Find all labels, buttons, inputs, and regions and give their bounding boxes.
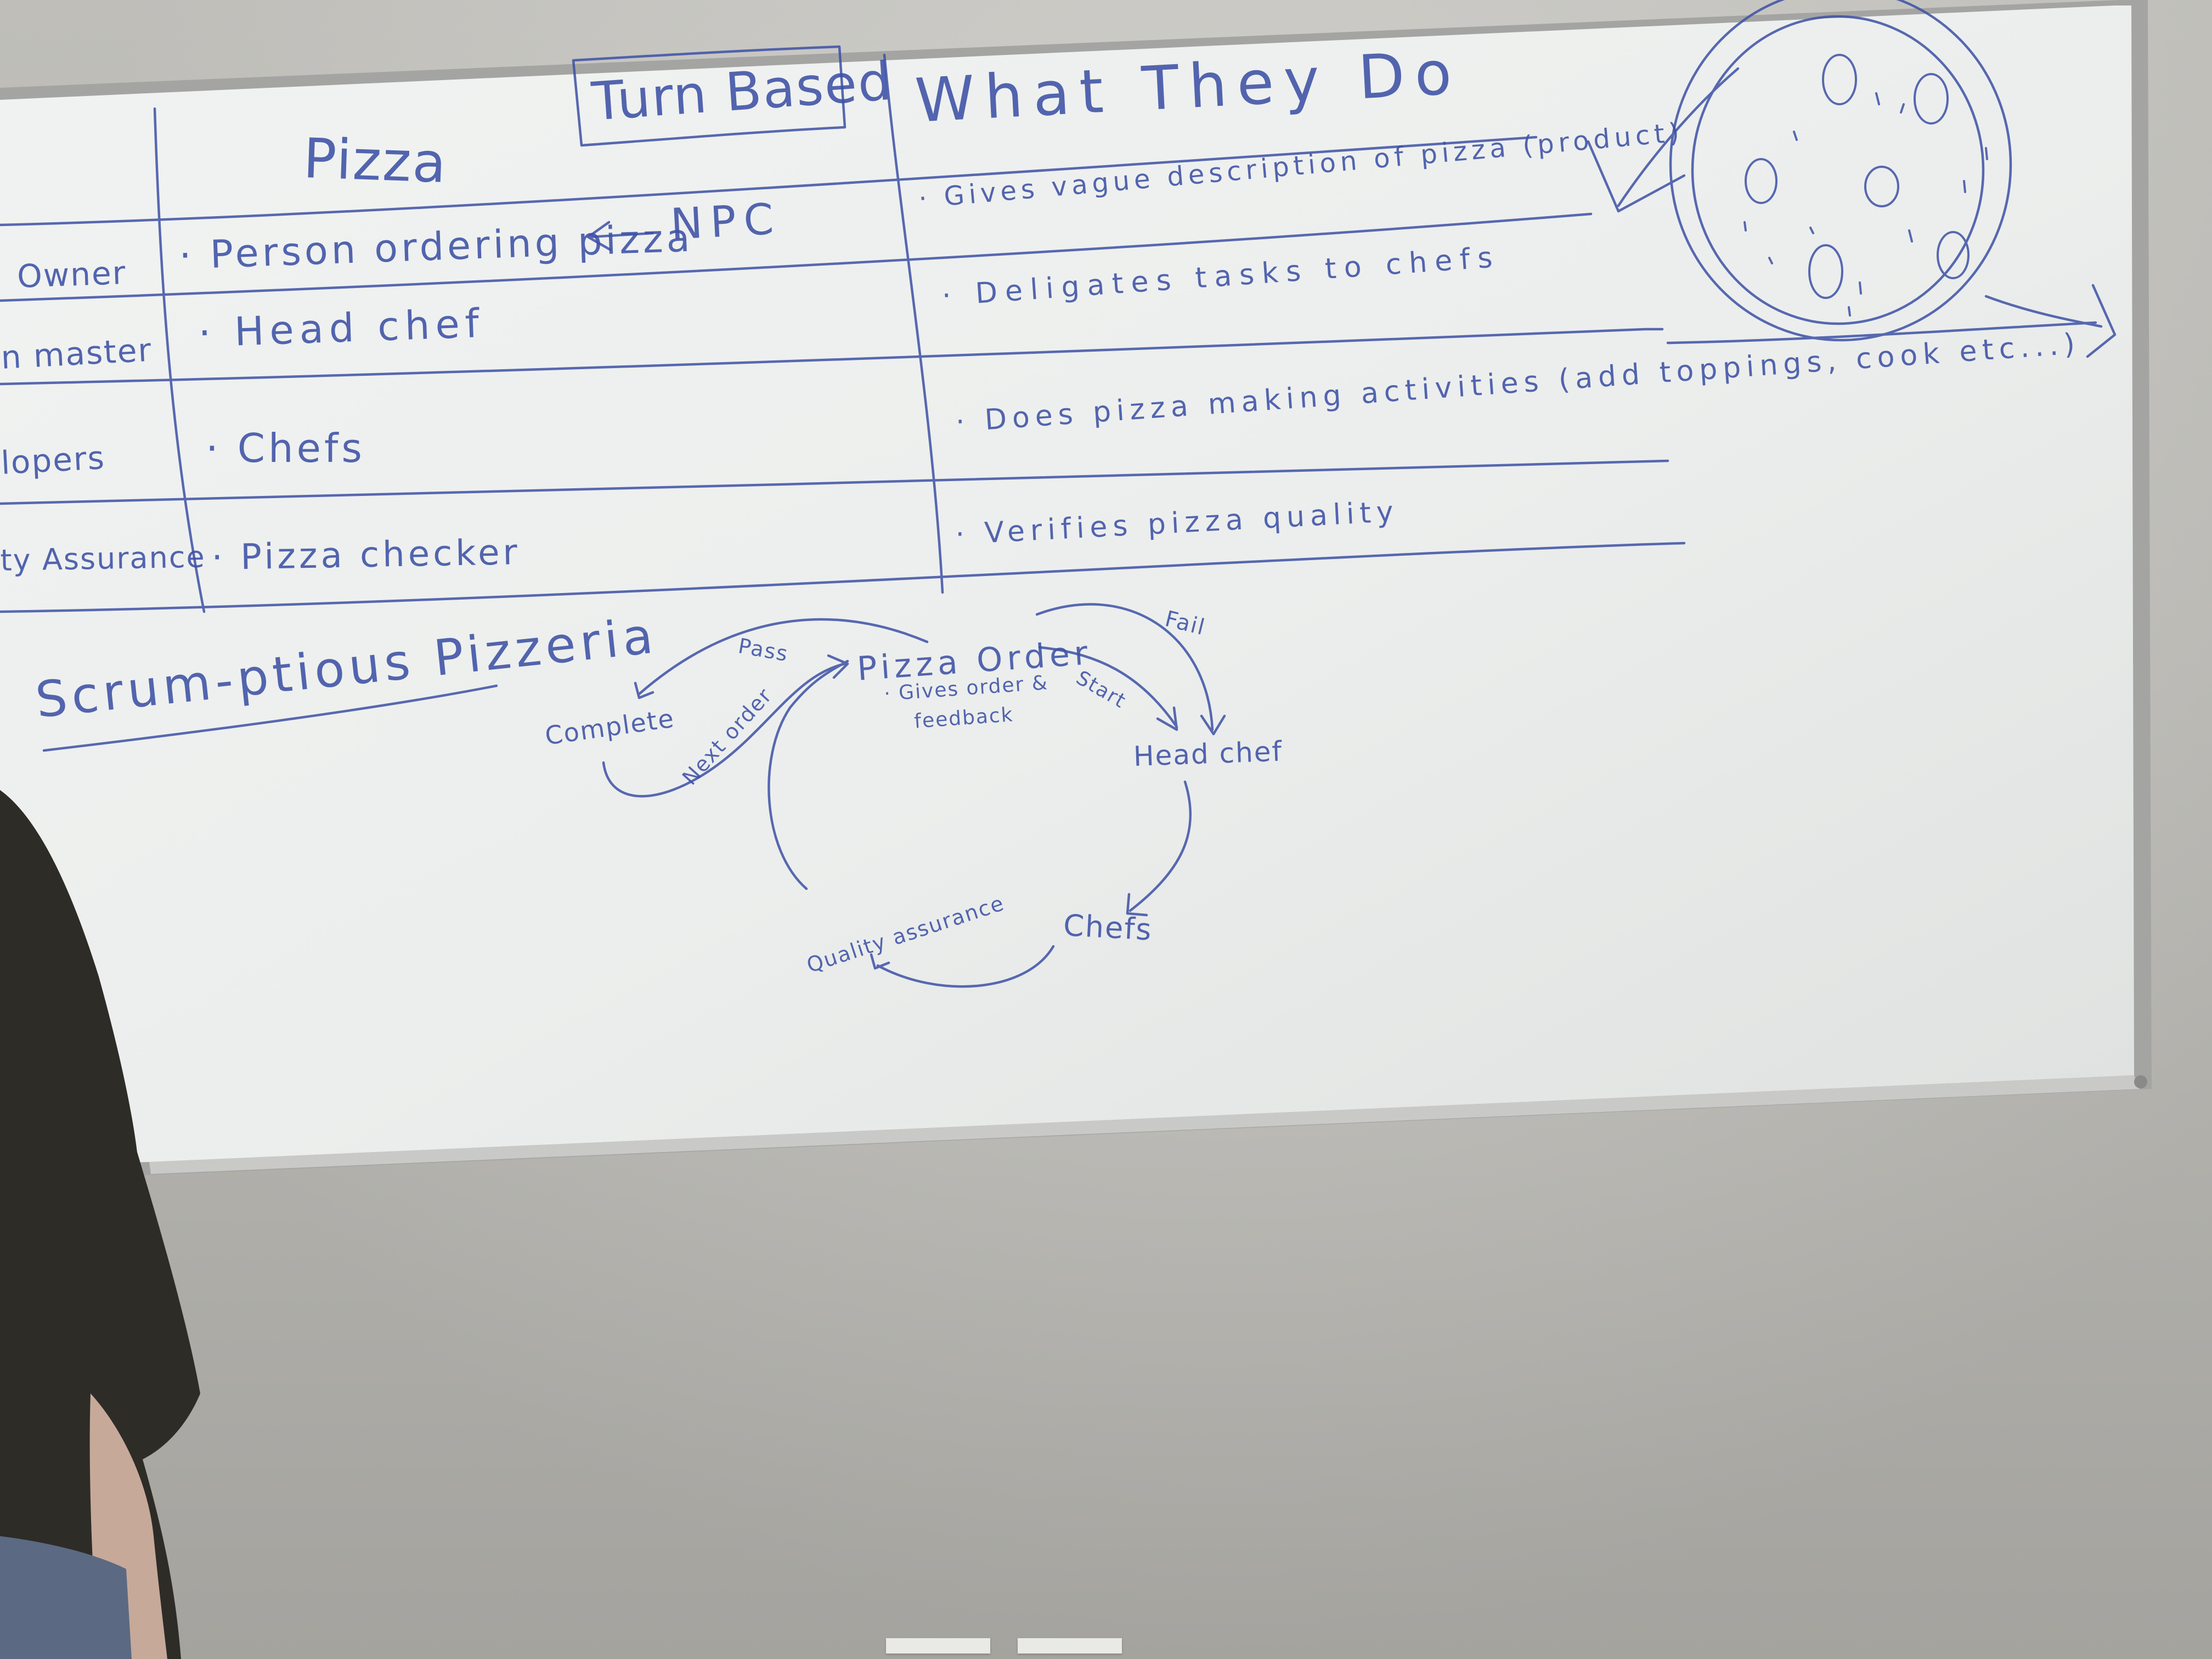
pizza-toppings: [1743, 54, 1988, 317]
table-rule-2: [0, 212, 1593, 302]
pizza-arrow-shaft: [1666, 321, 2097, 345]
table-rule-3: [0, 328, 1664, 386]
floor-trim-right: [1018, 1638, 1122, 1654]
pizza-role-chefs: · Chefs: [206, 425, 365, 471]
role-quality-assurance: ty Assurance: [0, 539, 206, 578]
npc-label: NPC: [669, 194, 783, 250]
arrow-chefs-to-qa: [870, 945, 1055, 988]
title-underline: [42, 684, 498, 752]
arrow-headchef-to-chefs: [1126, 780, 1192, 917]
table-rule-5: [0, 541, 1686, 613]
arrow-next-order: [602, 654, 849, 798]
heading-pizza: Pizza: [302, 126, 448, 196]
pizza-crust: [1669, 0, 2012, 342]
arrow-qa-to-order: [768, 659, 849, 890]
pizza-role-pizza-checker: · Pizza checker: [211, 532, 521, 578]
cycle-head-chef: Head chef: [1133, 735, 1284, 772]
npc-arrow: [586, 221, 654, 251]
table-divider-1: [153, 107, 206, 613]
table-divider-2: [883, 53, 944, 594]
table-rule-4: [0, 459, 1669, 505]
floor-trim-left: [886, 1638, 990, 1654]
role-owner: Owner: [16, 254, 127, 295]
role-developers: lopers: [0, 439, 106, 482]
pizza-arrow-left: [1587, 67, 1740, 213]
whiteboard-surface: [0, 5, 2134, 1166]
arrow-fail: [1035, 603, 1226, 736]
role-scrum-master: n master: [0, 331, 153, 376]
turn-based-box: [572, 45, 847, 147]
arrow-pass: [634, 618, 929, 699]
cycle-chefs: Chefs: [1062, 908, 1154, 947]
pizza-arrow-right: [1984, 284, 2117, 358]
frame-bolt: [2134, 1075, 2147, 1088]
arrow-start: [1038, 646, 1178, 731]
table-rule-1: [0, 136, 1538, 227]
pizza-inner: [1691, 15, 1985, 325]
